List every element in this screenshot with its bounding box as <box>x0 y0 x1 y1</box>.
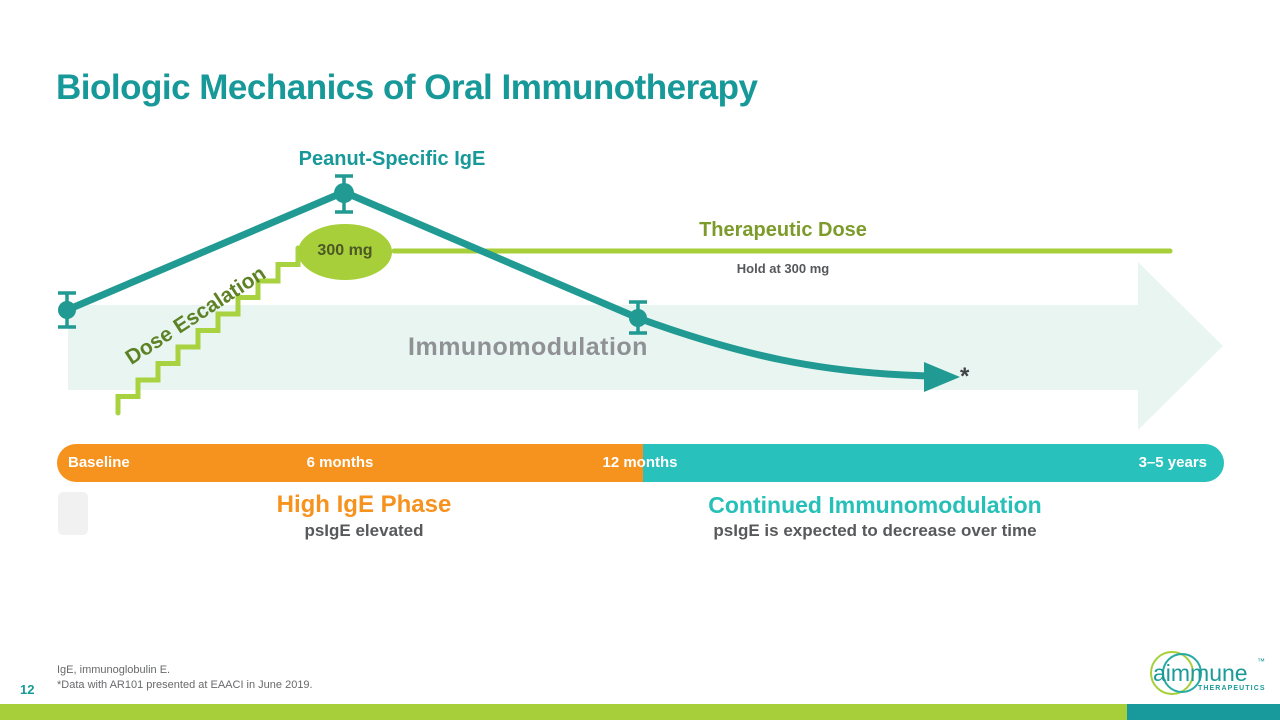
curve-arrowhead-icon <box>924 362 960 392</box>
endpoint-footnote-marker: * <box>960 363 970 390</box>
footnote-ige-definition: IgE, immunoglobulin E. <box>57 664 171 676</box>
timeline-immunomodulation-segment <box>643 444 1224 482</box>
page-number: 12 <box>20 682 35 697</box>
logo-wordmark: aimmune <box>1153 660 1248 686</box>
timeline-high-ige-segment <box>57 444 643 482</box>
logo-tagline: THERAPEUTICS <box>1198 685 1266 692</box>
logo-teal-circle-icon <box>1162 653 1202 693</box>
therapeutic-dose-label: Therapeutic Dose <box>699 219 867 241</box>
timeline-label-6-months: 6 months <box>306 454 374 471</box>
faint-artifact <box>58 492 88 535</box>
slide-title: Biologic Mechanics of Oral Immunotherapy <box>56 68 758 107</box>
data-point-12-months <box>629 300 647 335</box>
logo-trademark: ™ <box>1257 657 1265 666</box>
continued-immunomodulation-title: Continued Immunomodulation <box>708 492 1042 518</box>
footer-bar-green <box>0 704 1127 720</box>
dose-escalation-stairs <box>115 245 301 416</box>
timeline-label-3-5-years: 3–5 years <box>1138 454 1207 471</box>
aimmune-logo: aimmune ™ THERAPEUTICS <box>1150 651 1266 695</box>
timeline-label-baseline: Baseline <box>68 454 130 471</box>
logo-green-circle-icon <box>1150 651 1194 695</box>
data-point-peak <box>334 174 354 214</box>
dose-oval <box>298 224 392 280</box>
high-ige-phase-title: High IgE Phase <box>276 491 452 518</box>
data-point-baseline <box>58 291 76 329</box>
high-ige-phase-subtitle: psIgE elevated <box>304 521 424 540</box>
immunomodulation-label: Immunomodulation <box>408 333 648 361</box>
hold-at-300mg-note: Hold at 300 mg <box>736 261 830 276</box>
continued-immunomodulation-subtitle: psIgE is expected to decrease over time <box>713 521 1037 540</box>
footer-bar-teal <box>1127 704 1280 720</box>
dose-oval-label: 300 mg <box>317 242 373 259</box>
peanut-specific-ige-label: Peanut-Specific IgE <box>298 148 486 170</box>
ige-curve <box>63 188 932 380</box>
footnote-data-source: *Data with AR101 presented at EAACI in J… <box>57 679 313 691</box>
timeline-bar: Baseline 6 months 12 months 3–5 years <box>57 444 1224 482</box>
immunomodulation-arrow-band <box>68 262 1223 430</box>
timeline-label-12-months: 12 months <box>602 454 678 471</box>
